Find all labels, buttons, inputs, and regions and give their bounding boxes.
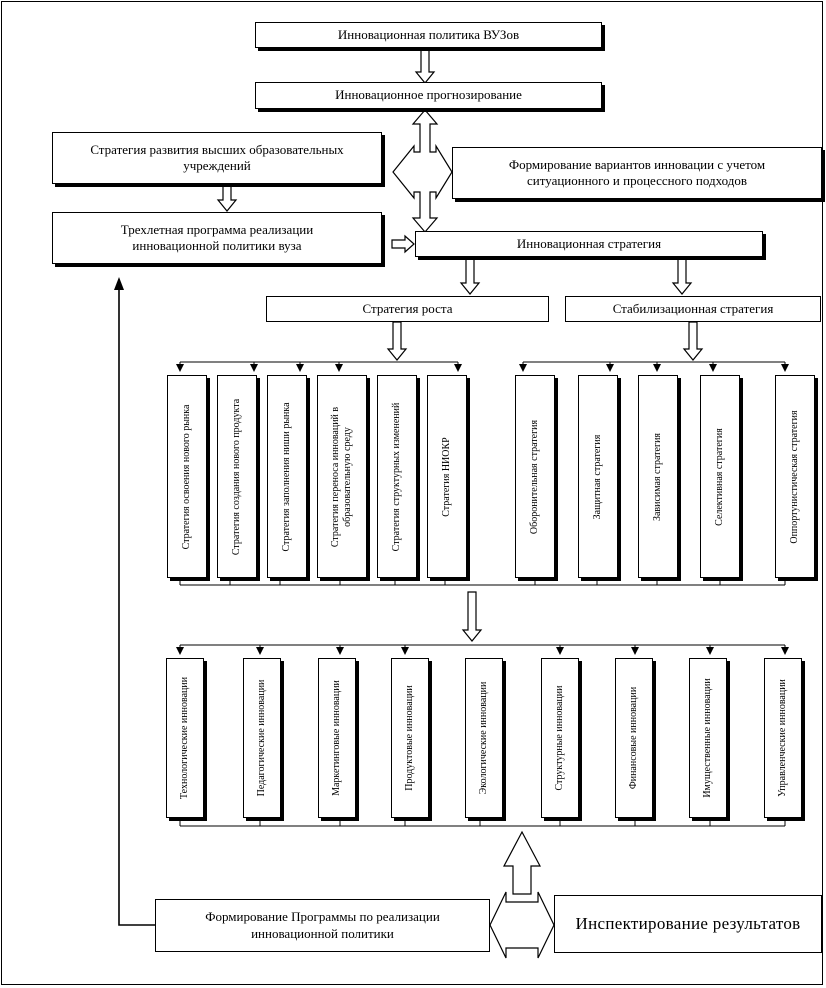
growth-item-label: Стратегия освоения нового рынка (181, 404, 192, 549)
stab-item-defensive: Оборонительная стратегия (515, 375, 555, 578)
type-marketing: Маркетинговые инновации (318, 658, 356, 818)
innovation-type-label: Управленческие инновации (777, 679, 788, 797)
innovation-strategy-box: Инновационная стратегия (415, 231, 763, 257)
variants-box: Формирование вариантов инновации с учето… (452, 147, 822, 199)
double-arrow (489, 891, 555, 959)
innovation-type-label: Продуктовые инновации (404, 685, 415, 791)
hollow-arrow-growth (459, 255, 481, 295)
hollow-arrow-types (461, 591, 483, 642)
hollow-arrow-right (391, 234, 415, 254)
big-up-arrow (503, 830, 541, 895)
stab-item-label: Зависимая стратегия (652, 432, 663, 521)
four-way-arrow (392, 109, 453, 233)
type-financial: Финансовые инновации (615, 658, 653, 818)
stab-item-opportunistic: Оппортунистическая стратегия (775, 375, 815, 578)
innovation-type-label: Технологические инновации (179, 676, 190, 800)
type-pedagogical: Педагогические инновации (243, 658, 281, 818)
policy-label: Инновационная политика ВУЗов (337, 26, 520, 42)
type-structural: Структурные инновации (541, 658, 579, 818)
stab-item-protective: Защитная стратегия (578, 375, 618, 578)
growth-item-rnd: Стратегия НИОКР (427, 375, 467, 578)
forecasting-box: Инновационное прогнозирование (255, 82, 602, 109)
type-ecological: Экологические инновации (465, 658, 503, 818)
three-year-program-box: Трехлетная программа реализации инноваци… (52, 212, 382, 264)
program-formation-label: Формирование Программы по реализации инн… (205, 909, 440, 941)
strategy-development-box: Стратегия развития высших образовательны… (52, 132, 382, 184)
growth-item-label: Стратегия переноса инноваций в образоват… (330, 406, 353, 547)
stab-item-label: Оппортунистическая стратегия (789, 409, 800, 544)
growth-strategy-label: Стратегия роста (362, 300, 453, 316)
type-managerial: Управленческие инновации (764, 658, 802, 818)
growth-item-label: Стратегия заполнения ниши рынка (281, 401, 292, 552)
growth-item-new-market: Стратегия освоения нового рынка (167, 375, 207, 578)
feedback-arrow-head (114, 277, 124, 290)
stab-item-label: Защитная стратегия (592, 434, 603, 519)
growth-item-label: Стратегия структурных изменений (391, 402, 402, 551)
stab-item-dependent: Зависимая стратегия (638, 375, 678, 578)
policy-box: Инновационная политика ВУЗов (255, 22, 602, 48)
type-technological: Технологические инновации (166, 658, 204, 818)
forecasting-label: Инновационное прогнозирование (335, 87, 522, 103)
type-product: Продуктовые инновации (391, 658, 429, 818)
stab-item-selective: Селективная стратегия (700, 375, 740, 578)
stabilization-strategy-box: Стабилизационная стратегия (565, 296, 821, 322)
growth-item-structural: Стратегия структурных изменений (377, 375, 417, 578)
stab-item-label: Селективная стратегия (714, 427, 725, 526)
innovation-type-label: Экологические инновации (478, 681, 489, 795)
hollow-arrow-stab (671, 255, 693, 295)
growth-strategy-box: Стратегия роста (266, 296, 549, 322)
growth-item-new-product: Стратегия создания нового продукта (217, 375, 257, 578)
hollow-arrow-1 (414, 48, 436, 84)
type-property: Имущественные инновации (689, 658, 727, 818)
variants-label: Формирование вариантов инновации с учето… (508, 156, 766, 188)
growth-item-transfer: Стратегия переноса инноваций в образоват… (317, 375, 367, 578)
three-year-program-label: Трехлетная программа реализации инноваци… (120, 221, 314, 253)
stabilization-strategy-label: Стабилизационная стратегия (612, 300, 774, 316)
innovation-type-label: Структурные инновации (554, 685, 565, 791)
innovation-type-label: Имущественные инновации (702, 678, 713, 798)
growth-item-niche: Стратегия заполнения ниши рынка (267, 375, 307, 578)
strategy-development-label: Стратегия развития высших образовательны… (90, 141, 344, 173)
hollow-arrow-growth-2 (386, 321, 408, 361)
hollow-arrow-stab-2 (682, 321, 704, 361)
innovation-type-label: Маркетинговые инновации (331, 680, 342, 796)
growth-item-label: Стратегия создания нового продукта (231, 398, 242, 555)
growth-item-label: Стратегия НИОКР (441, 436, 452, 517)
innovation-strategy-label: Инновационная стратегия (516, 235, 662, 251)
innovation-type-label: Финансовые инновации (628, 686, 639, 790)
innovation-type-label: Педагогические инновации (256, 679, 267, 797)
hollow-arrow-left (216, 184, 238, 212)
inspection-label: Инспектирование результатов (575, 914, 801, 934)
program-formation-box: Формирование Программы по реализации инн… (155, 899, 490, 952)
stab-item-label: Оборонительная стратегия (529, 419, 540, 534)
inspection-box: Инспектирование результатов (554, 895, 822, 953)
